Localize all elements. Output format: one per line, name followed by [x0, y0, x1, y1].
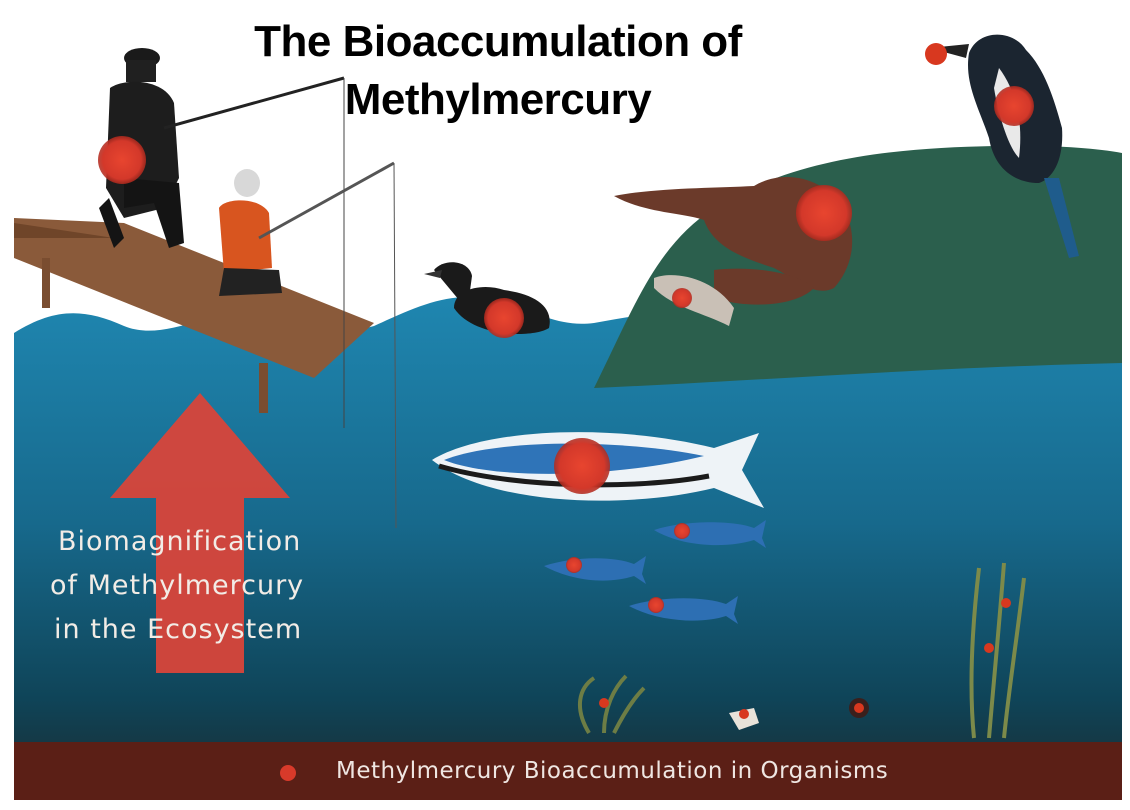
mercury-marker-large-fish	[554, 438, 610, 494]
mercury-marker-otter	[796, 185, 852, 241]
mercury-marker-prey-fish	[672, 288, 692, 308]
arrow-caption-line-3: in the Ecosystem	[54, 616, 414, 643]
diagram-title-line-2: Methylmercury	[14, 78, 1052, 122]
plankton	[849, 698, 869, 718]
legend-label: Methylmercury Bioaccumulation in Organis…	[336, 758, 888, 784]
diagram-title-line-1: The Bioaccumulation of	[14, 20, 1052, 64]
ecosystem-scene	[14, 8, 1122, 800]
arrow-caption-line-2: of Methylmercury	[50, 572, 410, 599]
mercury-marker-loon	[484, 298, 524, 338]
arrow-caption-line-1: Biomagnification	[58, 528, 418, 555]
legend-mercury-marker-icon	[280, 765, 296, 781]
diagram-frame: The Bioaccumulation of Methylmercury Bio…	[14, 8, 1122, 800]
mercury-marker-adult	[98, 136, 146, 184]
legend-bar: Methylmercury Bioaccumulation in Organis…	[14, 742, 1122, 800]
